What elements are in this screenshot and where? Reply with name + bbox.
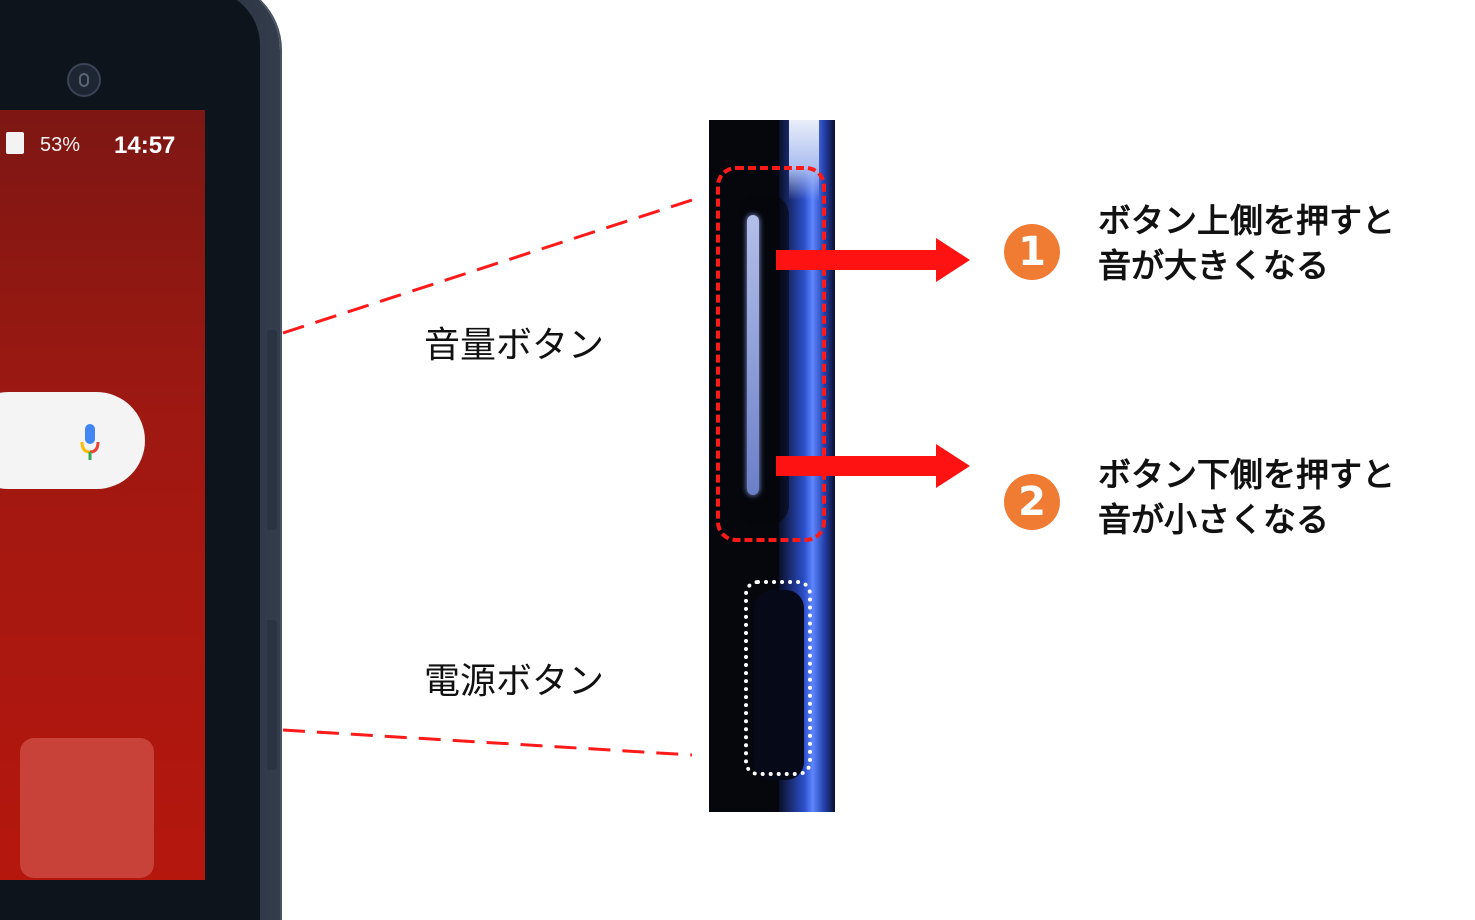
status-time: 14:57 <box>114 132 176 159</box>
phone-power-button <box>267 620 277 770</box>
power-button-highlight <box>744 580 812 776</box>
arrow-up-press <box>776 250 940 270</box>
battery-icon <box>6 132 24 154</box>
arrow-right-icon <box>936 444 970 488</box>
power-connector-line <box>282 728 693 757</box>
step-1-text: ボタン上側を押すと 音が大きくなる <box>1098 198 1395 288</box>
step-1-line1: ボタン上側を押すと <box>1098 201 1395 240</box>
connector-lines <box>282 198 693 757</box>
battery-percent: 53% <box>40 134 81 156</box>
power-button-label: 電源ボタン <box>424 661 605 702</box>
phone-volume-button <box>267 330 277 530</box>
step-1-badge: 1 <box>1004 224 1060 280</box>
step-2-badge: 2 <box>1004 474 1060 530</box>
step-1-line2: 音が大きくなる <box>1098 246 1329 285</box>
arrow-down-press <box>776 456 940 476</box>
app-icon[interactable] <box>20 738 154 878</box>
step-2-text: ボタン下側を押すと 音が小さくなる <box>1098 452 1395 542</box>
step-2-line1: ボタン下側を押すと <box>1098 455 1395 494</box>
front-camera-icon <box>67 63 101 97</box>
step-2-line2: 音が小さくなる <box>1098 500 1329 539</box>
search-bar[interactable] <box>0 392 145 489</box>
volume-button-highlight <box>716 166 826 542</box>
microphone-icon[interactable] <box>80 422 100 462</box>
arrow-right-icon <box>936 238 970 282</box>
phone-screen: 53% 14:57 <box>0 110 205 880</box>
volume-button-label: 音量ボタン <box>424 325 605 366</box>
volume-connector-line <box>282 198 693 335</box>
